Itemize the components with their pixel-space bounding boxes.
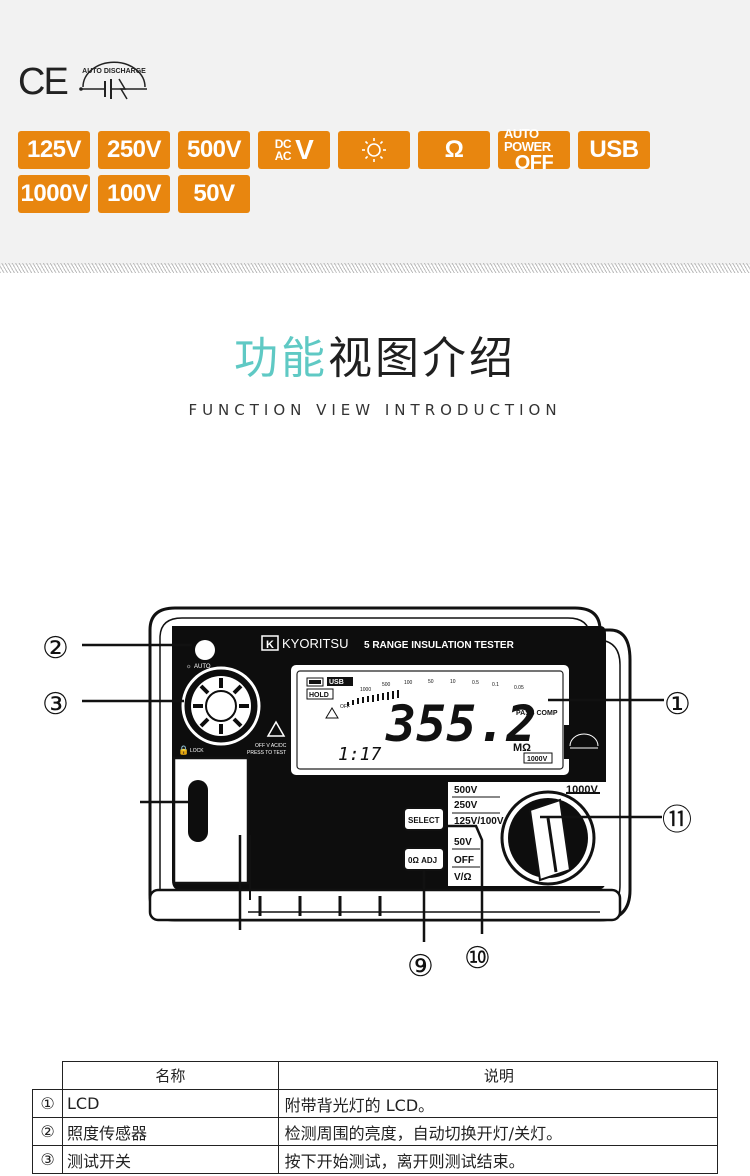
hatched-divider: [0, 263, 750, 273]
svg-text:USB: USB: [329, 679, 344, 686]
row-description: 检测周围的亮度，自动切换开灯/关灯。: [277, 1117, 719, 1146]
table-header-row: 名称 说明: [32, 1061, 719, 1090]
row-description: 按下开始测试，离开则测试结束。: [277, 1145, 719, 1174]
row-name: 测试开关: [61, 1145, 279, 1174]
svg-text:0.5: 0.5: [472, 680, 479, 686]
section-title: 功能视图介绍: [234, 333, 516, 384]
lcd-pass-comp: PASS COMP: [516, 710, 558, 717]
header-blank: [32, 1061, 63, 1090]
badge-dc-ac-v: DC AC V: [258, 131, 330, 169]
svg-text:0.05: 0.05: [514, 685, 524, 691]
row-number: ①: [32, 1089, 63, 1118]
badge-row-1: 125V 250V 500V DC AC V Ω AUTO POWER: [18, 127, 658, 173]
dial-500v: 500V: [454, 785, 478, 796]
callout-3: ③: [42, 687, 69, 722]
table-row: ③ 测试开关 按下开始测试，离开则测试结束。: [32, 1145, 719, 1174]
callout-10: ⑩: [464, 941, 491, 976]
callout-9: ⑨: [407, 949, 434, 984]
table-row: ① LCD 附带背光灯的 LCD。: [32, 1089, 719, 1118]
row-name: 照度传感器: [61, 1117, 279, 1146]
badge-auto-power-off: AUTO POWER OFF: [498, 127, 570, 173]
lock-label: LOCK: [190, 748, 204, 754]
dial-250v: 250V: [454, 800, 478, 811]
zero-adj-button[interactable]: 0Ω ADJ: [408, 856, 437, 865]
callout-2: ②: [42, 631, 69, 666]
badge-usb: USB: [578, 131, 650, 169]
badge-50v: 50V: [178, 175, 250, 213]
section-subtitle: FUNCTION VIEW INTRODUCTION: [188, 401, 562, 419]
svg-text:50: 50: [428, 679, 434, 685]
lcd-main-value: 355.2: [385, 695, 537, 753]
dial-1000v: 1000V: [566, 784, 598, 796]
badge-ohm: Ω: [418, 131, 490, 169]
header-name: 名称: [61, 1061, 279, 1090]
device-illustration: K KYORITSU 5 RANGE INSULATION TESTER ☼ A…: [0, 590, 750, 990]
svg-text:100: 100: [404, 680, 413, 686]
certification-row: CE AUTO DISCHARGE: [18, 60, 153, 104]
dial-50v: 50V: [454, 837, 472, 848]
dial-v-ohm: V/Ω: [454, 872, 471, 883]
auto-discharge-icon: AUTO DISCHARGE: [78, 61, 147, 100]
svg-text:OFF: OFF: [340, 704, 350, 710]
badge-row-2: 1000V 100V 50V: [18, 175, 658, 213]
function-table: 名称 说明 ① LCD 附带背光灯的 LCD。 ② 照度传感器 检测周围的亮度，…: [32, 1061, 719, 1174]
brand-text: KYORITSU: [282, 636, 348, 651]
svg-text:🔒: 🔒: [178, 745, 189, 755]
badge-250v: 250V: [98, 131, 170, 169]
badge-backlight: [338, 131, 410, 169]
svg-text:500: 500: [382, 682, 391, 688]
warning-text-1: OFF V AC/DC: [255, 743, 287, 749]
table-row: ② 照度传感器 检测周围的亮度，自动切换开灯/关灯。: [32, 1117, 719, 1146]
select-button[interactable]: SELECT: [408, 816, 440, 825]
lcd-hold: HOLD: [309, 692, 329, 699]
model-text: 5 RANGE INSULATION TESTER: [364, 640, 515, 651]
badge-500v: 500V: [178, 131, 250, 169]
lcd-small-value: 1:17: [338, 744, 382, 765]
row-number: ②: [32, 1117, 63, 1146]
badge-1000v: 1000V: [18, 175, 90, 213]
dial-off: OFF: [454, 855, 474, 866]
lcd-unit: MΩ: [513, 742, 531, 754]
svg-text:K: K: [266, 639, 274, 651]
callout-1: ①: [664, 687, 691, 722]
row-description: 附带背光灯的 LCD。: [277, 1089, 719, 1118]
svg-text:1000: 1000: [360, 687, 371, 693]
svg-text:☼: ☼: [186, 664, 192, 670]
warning-text-2: PRESS TO TEST: [247, 750, 286, 756]
svg-text:0.1: 0.1: [492, 682, 499, 688]
badge-100v: 100V: [98, 175, 170, 213]
dcac-label: DC AC: [274, 137, 292, 163]
row-name: LCD: [61, 1089, 279, 1118]
insulation-tester-drawing: K KYORITSU 5 RANGE INSULATION TESTER ☼ A…: [42, 606, 692, 984]
ce-mark: CE: [18, 61, 69, 103]
svg-text:AUTO DISCHARGE: AUTO DISCHARGE: [82, 68, 146, 75]
spec-badge-grid: 125V 250V 500V DC AC V Ω AUTO POWER: [18, 127, 658, 219]
header-description: 说明: [277, 1061, 719, 1090]
row-number: ③: [32, 1145, 63, 1174]
badge-125v: 125V: [18, 131, 90, 169]
sensor-label: AUTO: [194, 664, 211, 670]
svg-text:10: 10: [450, 679, 456, 685]
callout-11: ⑪: [662, 803, 692, 838]
lcd-range-tag: 1000V: [527, 756, 548, 763]
dial-125v: 125V/100V: [454, 816, 504, 827]
backlight-sun-icon: [362, 138, 386, 162]
